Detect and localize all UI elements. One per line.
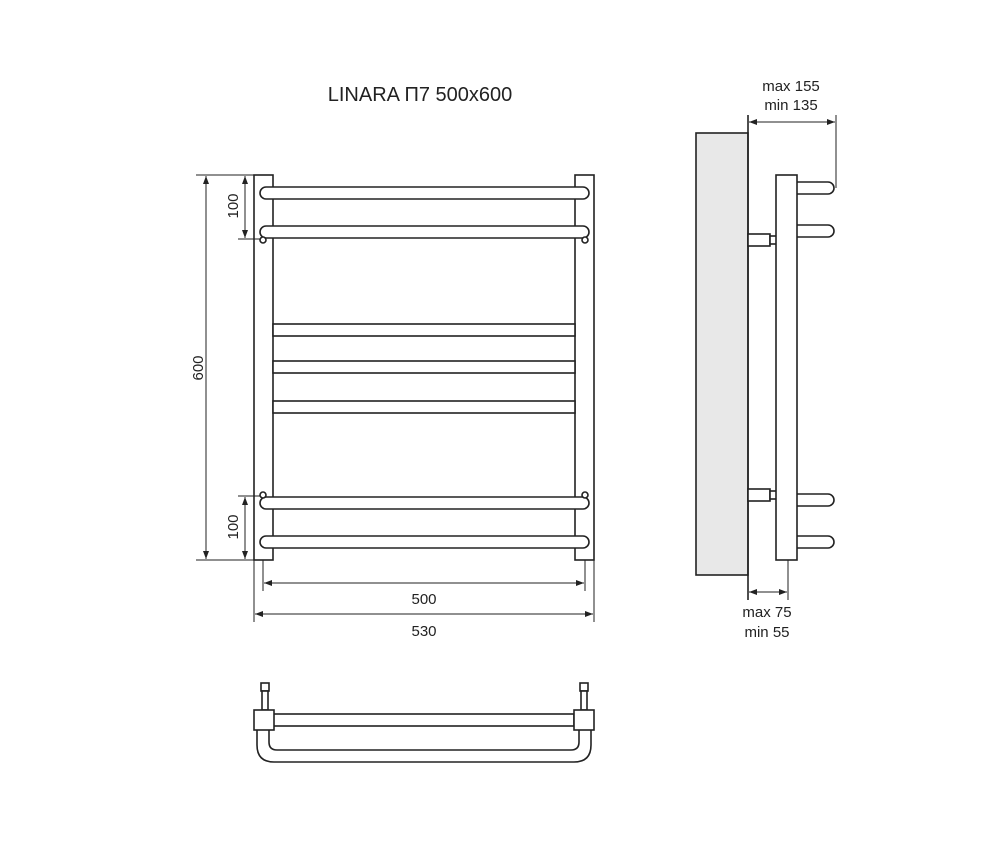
outer-width-label: 530 [411,623,436,640]
right-valve-block [573,709,595,731]
top-bar [272,713,575,727]
round-bar-4 [259,535,590,549]
bottom-view [253,682,595,763]
wall [695,132,749,576]
depth-min-label: min 135 [764,97,817,114]
side-connector [747,488,771,502]
inner-width-label: 500 [411,591,436,608]
drawing-title: LINARA П7 500x600 [328,84,513,106]
front-view: 600 100 100 500 530 [190,174,595,640]
mount-point [259,491,267,499]
mount-point [259,236,267,244]
u-bar-outer [256,730,592,763]
round-bar-1 [259,186,590,200]
left-valve-stem [260,682,270,692]
round-bar-3 [259,496,590,510]
top-spacing-label: 100 [225,193,242,218]
bottom-spacing-label: 100 [225,514,242,539]
side-post [775,174,798,561]
side-connector [747,233,771,247]
u-bar-inner [268,730,580,751]
flat-bar-3 [272,400,576,414]
height-label: 600 [190,355,207,380]
mount-point [581,491,589,499]
left-valve-body [261,690,269,711]
mount-point [581,236,589,244]
right-valve-stem [579,682,589,692]
flat-bar-2 [272,360,576,374]
right-valve-body [580,690,588,711]
left-valve-block [253,709,275,731]
offset-max-label: max 75 [742,604,791,621]
flat-bar-1 [272,323,576,337]
round-bar-2 [259,225,590,239]
side-view: max 155 min 135 max 75 min 55 [695,78,837,641]
offset-min-label: min 55 [744,624,789,641]
depth-max-label: max 155 [762,78,820,95]
